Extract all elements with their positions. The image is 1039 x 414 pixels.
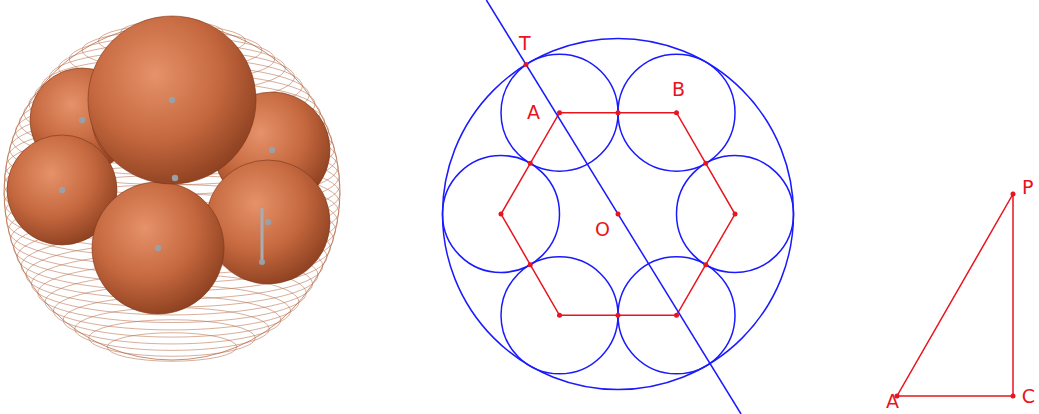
- point: [528, 262, 533, 267]
- point: [616, 110, 621, 115]
- outer-circle: [443, 39, 794, 390]
- point: [1011, 394, 1016, 399]
- sphere: [88, 16, 256, 184]
- point-label: T: [519, 34, 531, 53]
- centre-dot: [155, 245, 161, 251]
- wire-ring: [107, 333, 237, 362]
- plane-figure: [443, 0, 794, 414]
- sphere: [206, 160, 330, 284]
- centre-dot: [172, 175, 178, 181]
- wire-ring: [89, 320, 255, 357]
- point-label: C: [1022, 387, 1035, 406]
- point: [524, 62, 529, 67]
- point-label: A: [886, 392, 899, 411]
- point: [733, 212, 738, 217]
- secant-line: [486, 0, 741, 414]
- triangle: [897, 194, 1013, 396]
- hexagon: [501, 113, 735, 316]
- point: [528, 161, 533, 166]
- centre-dot: [259, 259, 265, 265]
- point: [499, 212, 504, 217]
- centre-dot: [169, 97, 175, 103]
- point: [616, 212, 621, 217]
- point: [674, 110, 679, 115]
- sphere-packing: [7, 16, 330, 314]
- inner-circle: [443, 156, 560, 273]
- point: [674, 313, 679, 318]
- point-label: A: [527, 103, 540, 122]
- point: [616, 313, 621, 318]
- wire-ring: [75, 308, 269, 351]
- radius-bar: [261, 208, 264, 262]
- centre-dot: [79, 117, 85, 123]
- sphere: [92, 182, 224, 314]
- point: [703, 161, 708, 166]
- point: [557, 313, 562, 318]
- point-label: B: [672, 80, 685, 99]
- centre-dot: [269, 147, 275, 153]
- centre-dot: [59, 187, 65, 193]
- inner-circle: [677, 156, 794, 273]
- right-triangle: [895, 192, 1016, 399]
- point-label: P: [1022, 178, 1033, 197]
- point: [1011, 192, 1016, 197]
- point: [557, 110, 562, 115]
- point: [703, 262, 708, 267]
- centre-dot: [265, 219, 271, 225]
- point-label: O: [595, 220, 610, 239]
